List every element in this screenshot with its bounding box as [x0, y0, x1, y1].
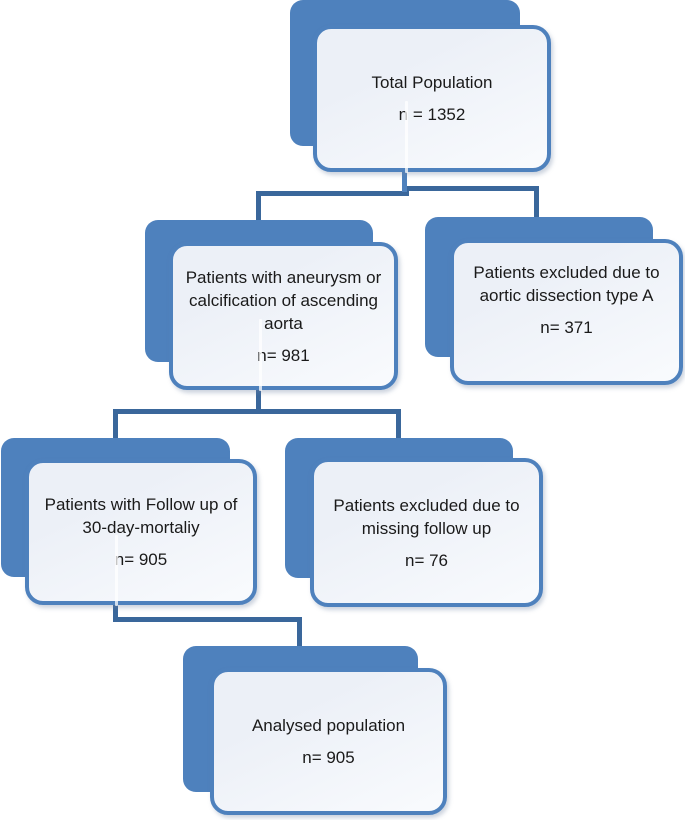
node-text: aorta — [264, 313, 303, 333]
connector-aneurysm-to-followup-horizontal — [113, 409, 261, 414]
connector-total-to-dissection-horizontal — [407, 186, 539, 191]
node-text: missing follow up — [361, 518, 492, 538]
node-excluded-aortic-dissection: Patients excluded due to aortic dissecti… — [450, 239, 683, 385]
connector-total-to-aneurysm-drop — [256, 191, 261, 221]
node-count: n= 76 — [404, 550, 448, 570]
node-text: Patients with Follow up of — [44, 495, 238, 514]
node-count: n = 1352 — [398, 105, 466, 124]
node-text: Patients excluded due to — [333, 495, 520, 515]
node-analysed-population: Analysed population n= 905 — [210, 668, 447, 815]
node-seam — [259, 318, 262, 391]
connector-total-to-dissection-drop — [534, 186, 539, 218]
node-seam — [115, 534, 118, 606]
connector-aneurysm-to-followup-drop — [113, 409, 118, 439]
connector-followup-stub — [113, 603, 118, 619]
node-total-population: Total Population n = 1352 — [313, 25, 551, 173]
node-text: Patients with aneurysm or — [185, 267, 382, 287]
node-text: Patients excluded due to — [473, 263, 660, 282]
connector-followup-to-analysed-drop — [297, 617, 302, 647]
node-text: calcification of ascending — [188, 290, 378, 310]
node-seam — [405, 101, 408, 173]
node-text: Total Population — [371, 73, 493, 92]
node-text: 30-day-mortaliy — [82, 518, 200, 537]
node-text: aortic dissection type A — [479, 286, 654, 305]
node-excluded-missing-follow-up: Patients excluded due to missing follow … — [310, 458, 543, 607]
node-text: Analysed population — [251, 716, 406, 735]
node-count: n= 905 — [302, 748, 355, 767]
connector-aneurysm-to-missing-horizontal — [256, 409, 401, 414]
node-follow-up-30-day: Patients with Follow up of 30-day-mortal… — [25, 459, 257, 606]
connector-aneurysm-stub — [256, 389, 261, 411]
connector-total-stub — [402, 171, 407, 192]
node-aneurysm-calcification: Patients with aneurysm or calcification … — [169, 242, 398, 391]
node-count: n= 905 — [114, 550, 168, 569]
node-count: n= 981 — [257, 345, 310, 365]
node-count: n= 371 — [540, 318, 593, 337]
connector-total-to-aneurysm-horizontal — [256, 191, 409, 196]
connector-followup-to-analysed-horizontal — [113, 617, 302, 622]
connector-aneurysm-to-missing-drop — [396, 409, 401, 439]
